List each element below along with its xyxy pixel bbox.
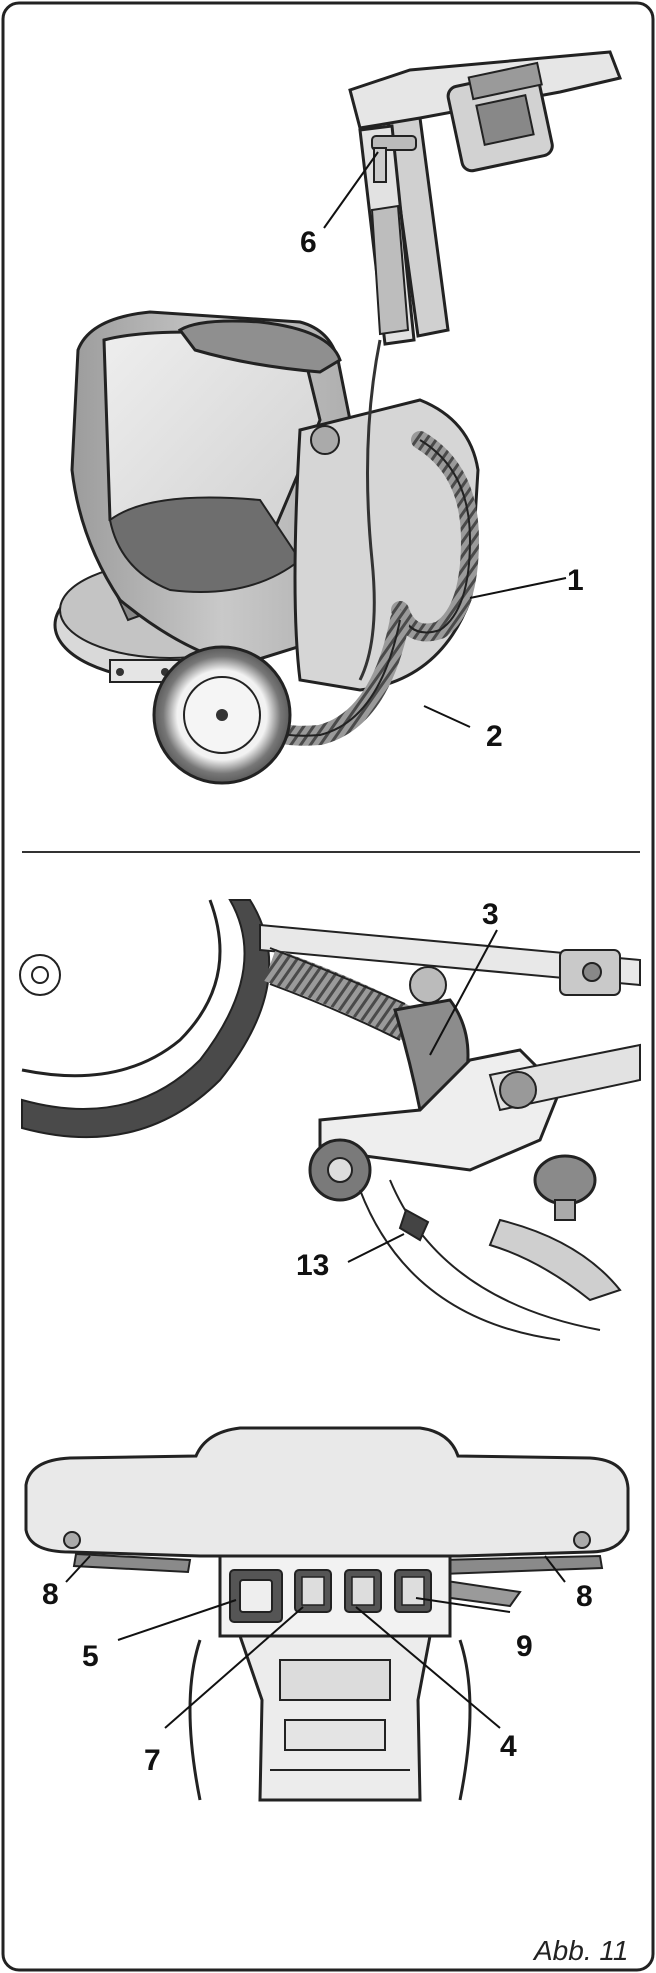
callout-9: 9: [516, 1630, 533, 1663]
callout-leaders-panel-1: [323, 151, 567, 728]
figure-caption: Abb. 11: [532, 1935, 628, 1966]
callout-1: 1: [567, 564, 584, 597]
callout-2: 2: [486, 720, 503, 753]
callout-5: 5: [82, 1640, 99, 1673]
callout-4: 4: [500, 1730, 517, 1763]
hose-connection-detail-illustration: [19, 899, 641, 1341]
callout-leaders-panel-2: [347, 929, 498, 1263]
callout-leaders-panel-3: [65, 1555, 566, 1729]
callout-7: 7: [144, 1744, 161, 1777]
machine-overview-illustration: [53, 50, 623, 785]
callout-6: 6: [300, 226, 317, 259]
callout-8-right: 8: [576, 1580, 593, 1613]
callout-13: 13: [296, 1249, 329, 1282]
callout-3: 3: [482, 898, 499, 931]
control-panel-illustration: [24, 1426, 630, 1802]
callout-8-left: 8: [42, 1578, 59, 1611]
